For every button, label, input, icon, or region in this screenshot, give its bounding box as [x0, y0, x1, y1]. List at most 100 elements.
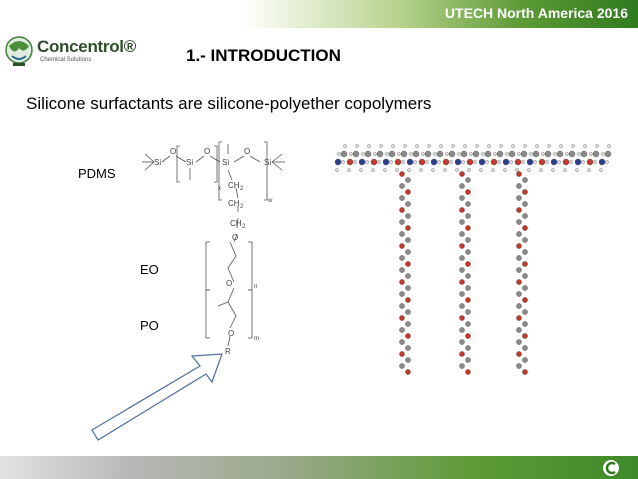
atom: [556, 150, 564, 158]
atom: [491, 168, 495, 172]
atom: [349, 152, 353, 156]
atom: [516, 303, 522, 309]
atom: [405, 189, 411, 195]
atom: [522, 237, 528, 243]
atom: [522, 321, 528, 327]
atom: [405, 273, 411, 279]
atom-si: Si: [186, 158, 193, 167]
atom: [562, 158, 570, 166]
atom: [459, 231, 465, 237]
atom: [459, 267, 465, 273]
atom: [399, 363, 405, 369]
atom: [405, 201, 411, 207]
atom: [487, 144, 491, 148]
atom: [544, 150, 552, 158]
atom: [516, 351, 522, 357]
atom: [465, 321, 471, 327]
atom: [551, 168, 555, 172]
atom: [574, 158, 582, 166]
atom: [545, 160, 549, 164]
atom: [599, 168, 603, 172]
atom: [565, 152, 569, 156]
atom: [465, 237, 471, 243]
atom: [475, 144, 479, 148]
atom: [516, 279, 522, 285]
atom: [399, 339, 405, 345]
atom: [522, 261, 528, 267]
atom: [412, 150, 420, 158]
atom: [522, 297, 528, 303]
atom: [391, 144, 395, 148]
atom: [490, 158, 498, 166]
atom: [503, 168, 507, 172]
subscript-n: n: [254, 284, 257, 290]
concentrol-globe-icon: [5, 36, 33, 66]
atom: [405, 369, 411, 375]
atom: [587, 168, 591, 172]
atom: [459, 363, 465, 369]
atom: [405, 297, 411, 303]
atom: [465, 309, 471, 315]
atom: [343, 144, 347, 148]
atom: [399, 267, 405, 273]
atom: [399, 183, 405, 189]
atom: [595, 144, 599, 148]
atom: [522, 357, 528, 363]
atom: [405, 237, 411, 243]
atom: [334, 158, 342, 166]
atom: [586, 158, 594, 166]
atom: [454, 158, 462, 166]
atom: [451, 144, 455, 148]
atom: [399, 219, 405, 225]
atom: [516, 339, 522, 345]
atom: [467, 168, 471, 172]
atom: [407, 168, 411, 172]
atom: [460, 150, 468, 158]
atom: [459, 183, 465, 189]
atom: [399, 351, 405, 357]
atom: [437, 160, 441, 164]
logo-name: Concentrol®: [37, 37, 136, 56]
atom: [361, 152, 365, 156]
atom: [497, 160, 501, 164]
atom: [463, 144, 467, 148]
atom: [457, 152, 461, 156]
atom: [405, 177, 411, 183]
header-bar: UTECH North America 2016: [0, 0, 638, 28]
label-eo: EO: [140, 262, 159, 277]
atom: [459, 207, 465, 213]
atom: [424, 150, 432, 158]
atom: [409, 152, 413, 156]
atom: [509, 160, 513, 164]
atom: [465, 297, 471, 303]
atom: [575, 168, 579, 172]
atom: [459, 219, 465, 225]
atom: [522, 333, 528, 339]
atom: [593, 160, 597, 164]
atom: [604, 150, 612, 158]
atom: [337, 152, 341, 156]
atom-si: Si: [222, 158, 229, 167]
atom: [433, 152, 437, 156]
atom: [385, 152, 389, 156]
atom: [405, 321, 411, 327]
event-title: UTECH North America 2016: [444, 5, 628, 21]
atom: [533, 160, 537, 164]
atom: [394, 158, 402, 166]
atom: [459, 255, 465, 261]
atom: [589, 152, 593, 156]
atom: [377, 160, 381, 164]
atom: [401, 160, 405, 164]
atom: [601, 152, 605, 156]
atom: [522, 345, 528, 351]
atom: [499, 144, 503, 148]
atom: [592, 150, 600, 158]
atom: [465, 261, 471, 267]
footer-bar: [0, 456, 638, 479]
atom: [405, 249, 411, 255]
molecular-model-image: [334, 144, 612, 375]
atom: [605, 160, 609, 164]
atom: [399, 231, 405, 237]
atom: [431, 168, 435, 172]
atom: [399, 315, 405, 321]
